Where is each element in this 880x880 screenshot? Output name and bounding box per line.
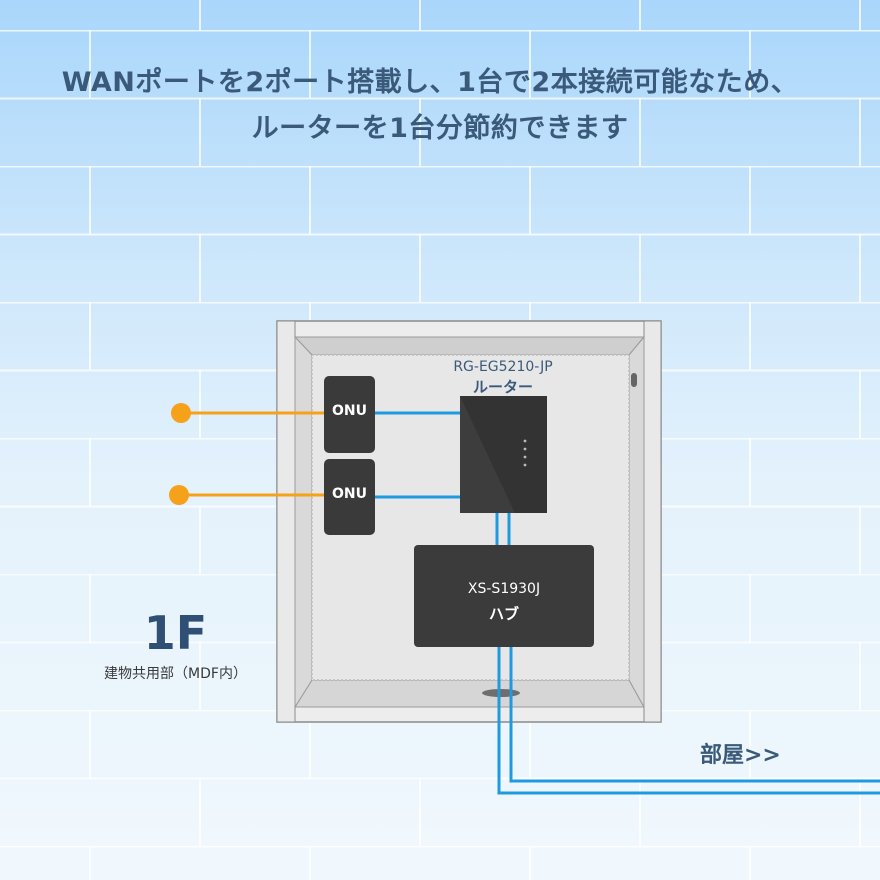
lan-hub-to-room-1 — [497, 647, 880, 795]
hub-model-label: XS-S1930J — [467, 581, 541, 597]
lan-hub-to-room-2 — [509, 647, 880, 783]
onu-bottom-device — [324, 459, 375, 535]
lan-lines — [374, 411, 880, 795]
room-destination-label: 部屋>> — [700, 743, 781, 768]
hub-device — [414, 545, 594, 647]
floor-label: 1F — [143, 606, 208, 660]
onu-top-label: ONU — [332, 403, 367, 419]
onu-bottom-label: ONU — [332, 486, 367, 502]
headline-line-2: ルーターを1台分節約できます — [251, 113, 629, 144]
cable-hole — [482, 689, 520, 697]
fiber-endpoint-top — [171, 403, 191, 423]
floor-location-label: 建物共用部（MDF内） — [104, 666, 247, 682]
hub-name-label: ハブ — [488, 605, 519, 623]
fiber-lines — [169, 403, 325, 505]
headline-line-1: WANポートを2ポート搭載し、1台で2本接続可能なため、 — [61, 67, 799, 98]
router-device — [460, 396, 547, 513]
onu-top-device — [324, 376, 375, 453]
cabinet-latch-icon — [631, 373, 637, 387]
router-model-label: RG-EG5210-JP — [453, 359, 553, 375]
floor-label-group: 1F 建物共用部（MDF内） — [98, 607, 253, 683]
router-name-label: ルーター — [472, 378, 533, 396]
fiber-endpoint-bottom — [169, 485, 189, 505]
